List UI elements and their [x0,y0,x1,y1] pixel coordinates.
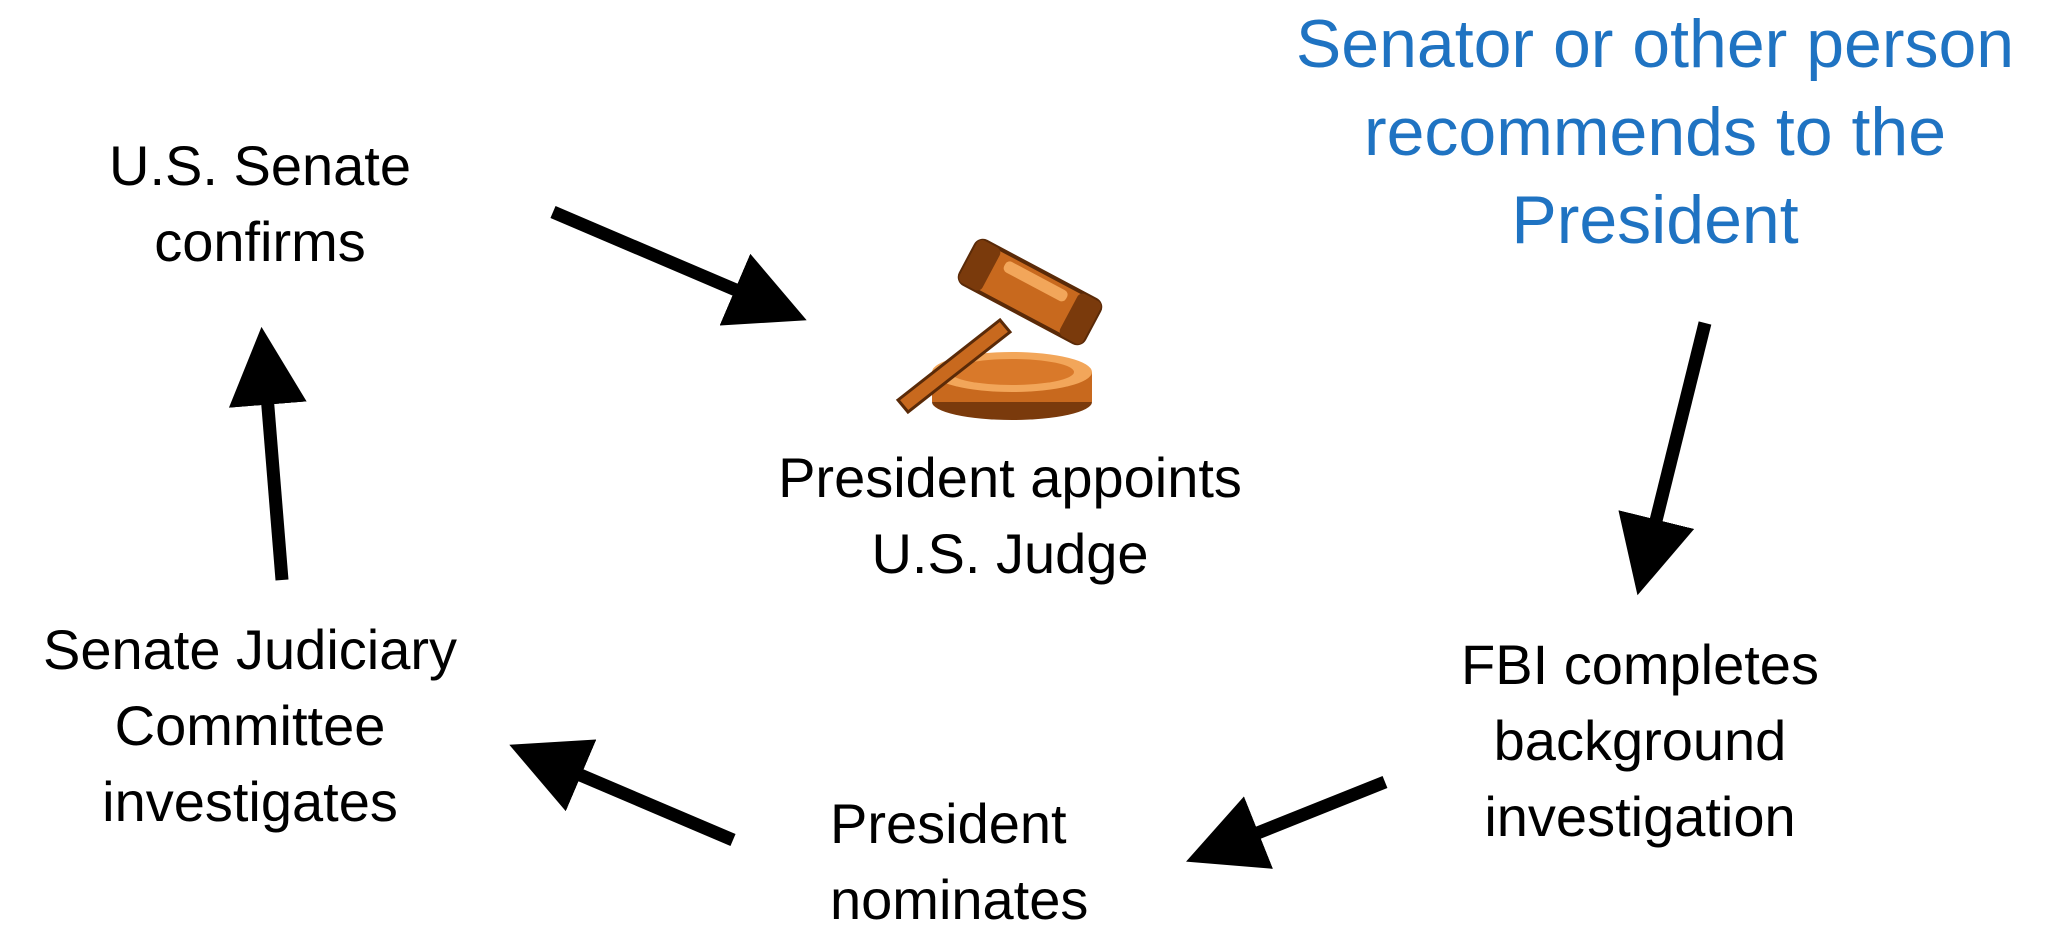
step-confirm-line2: confirms [154,210,366,273]
step-recommend-line1: Senator or other person [1295,6,2015,82]
step-appoint: President appoints U.S. Judge [730,440,1290,592]
step-nominate: President nominates [830,786,1130,938]
step-nominate-line1: President [830,792,1067,855]
step-recommend-line2: recommends to the [1363,94,1947,170]
step-confirm: U.S. Senate confirms [80,128,440,280]
step-fbi-line1: FBI completes [1461,633,1819,696]
arrow-confirm-to-appoint [550,206,807,326]
arrow-nominate-to-judiciary [509,739,736,846]
arrow-fbi-to-nominate [1186,775,1388,869]
step-fbi-line3: investigation [1484,785,1796,848]
step-judiciary-line1: Senate Judiciary [42,618,457,681]
step-judiciary-line3: investigates [102,770,398,833]
step-appoint-line1: President appoints [778,446,1242,509]
arrow-recommend-to-fbi [1618,321,1712,596]
step-appoint-line2: U.S. Judge [871,522,1149,585]
step-confirm-line1: U.S. Senate [109,134,411,197]
step-recommend: Senator or other person recommends to th… [1270,0,2040,264]
step-recommend-line3: President [1511,182,1799,258]
step-fbi-line2: background [1493,709,1787,772]
step-fbi: FBI completes background investigation [1410,627,1870,855]
step-judiciary: Senate Judiciary Committee investigates [0,612,500,840]
arrow-judiciary-to-confirm [228,326,307,581]
step-judiciary-line2: Committee [114,694,386,757]
gavel-icon [880,212,1120,432]
step-nominate-line2: nominates [830,868,1089,931]
